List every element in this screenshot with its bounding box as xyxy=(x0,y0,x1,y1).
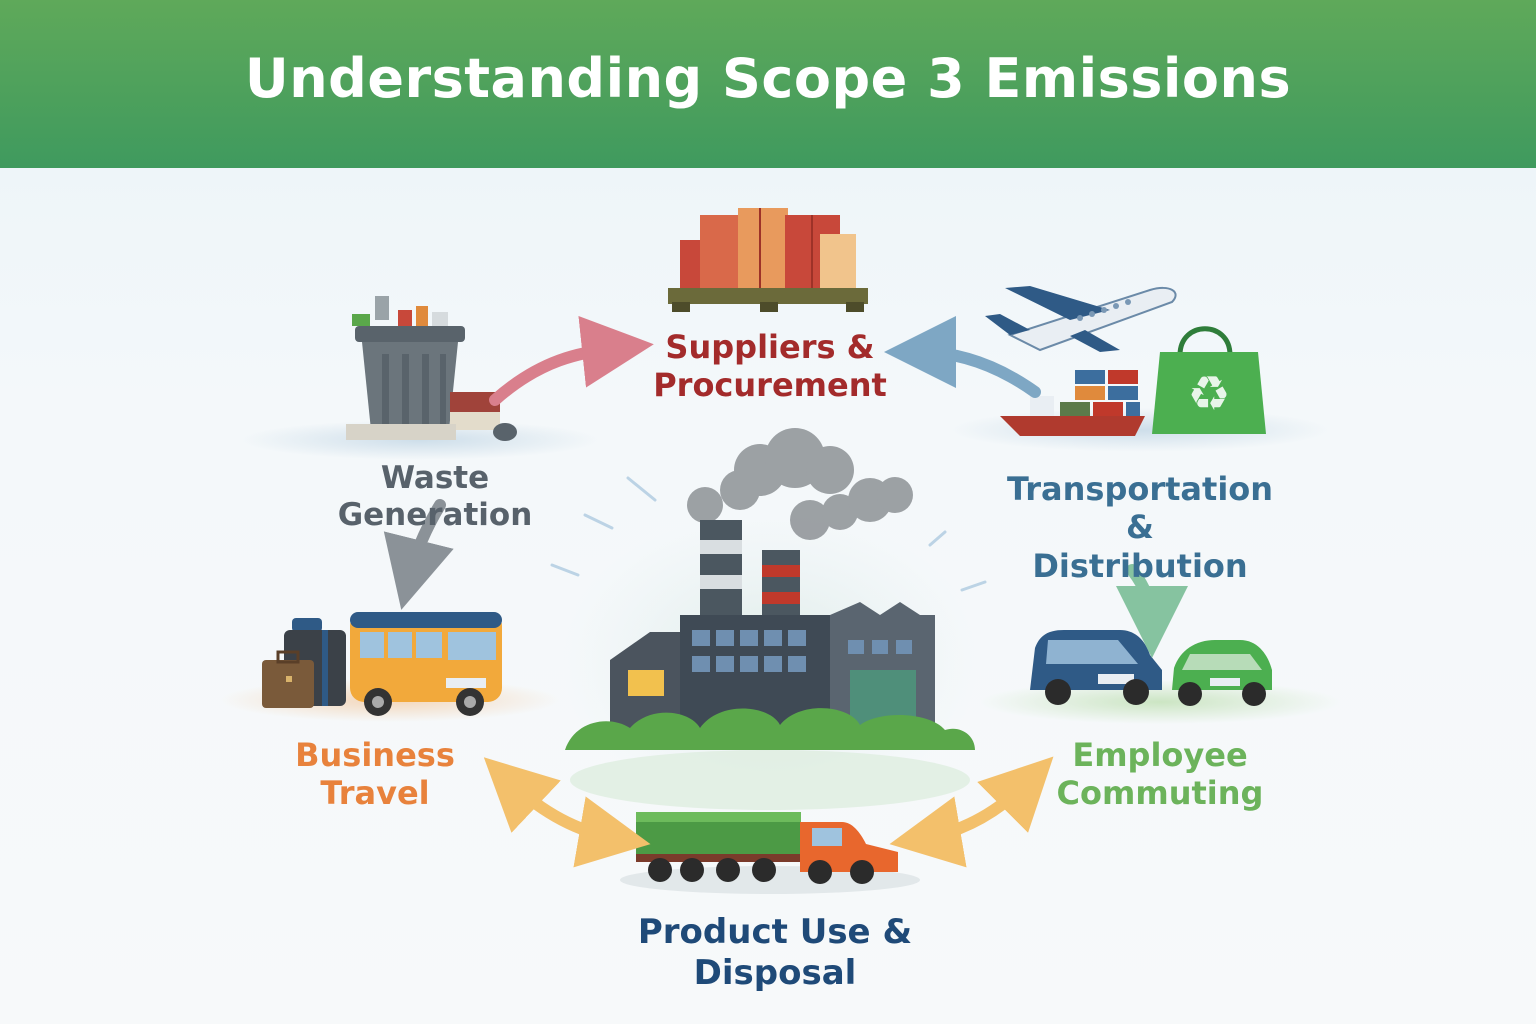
label-business-travel-line2: Travel xyxy=(255,774,495,812)
suitcase-icon xyxy=(262,618,346,708)
label-suppliers: Suppliers & Procurement xyxy=(620,328,920,405)
svg-text:♻: ♻ xyxy=(1187,366,1230,422)
label-employee-commuting: Employee Commuting xyxy=(1030,736,1290,813)
label-product-use: Product Use & Disposal xyxy=(620,912,930,994)
label-business-travel: Business Travel xyxy=(255,736,495,813)
recycle-bag-icon: ♻ xyxy=(1152,329,1266,434)
label-transport: Transportation & Distribution xyxy=(990,470,1290,585)
label-transport-line2: Distribution xyxy=(990,547,1290,585)
arrow-waste-to-suppliers xyxy=(495,348,618,400)
label-employee-commuting-line2: Commuting xyxy=(1030,774,1290,812)
label-business-travel-line1: Business xyxy=(255,736,495,774)
label-employee-commuting-line1: Employee xyxy=(1030,736,1290,774)
airplane-icon xyxy=(985,286,1176,352)
label-product-use-line2: Disposal xyxy=(620,953,930,994)
label-transport-line1: Transportation & xyxy=(990,470,1290,547)
label-waste-line1: Waste Generation xyxy=(280,460,590,534)
bus-icon xyxy=(350,612,502,716)
label-waste: Waste Generation xyxy=(280,460,590,534)
trash-can-icon xyxy=(346,296,517,441)
factory-icon xyxy=(560,428,980,810)
label-suppliers-line2: Procurement xyxy=(620,366,920,404)
pallet-boxes-icon xyxy=(668,208,868,312)
label-product-use-line1: Product Use & xyxy=(620,912,930,953)
label-suppliers-line1: Suppliers & xyxy=(620,328,920,366)
arrow-transport-to-suppliers xyxy=(920,352,1035,392)
